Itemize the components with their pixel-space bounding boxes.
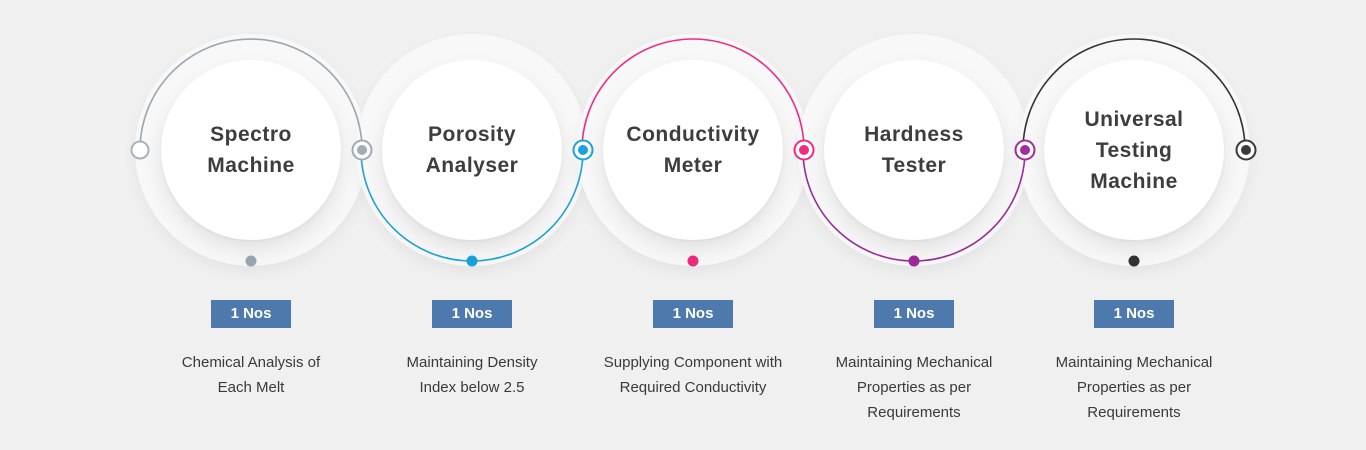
step-description-line: Properties as per: [856, 379, 972, 396]
step-description-line: Requirements: [1087, 404, 1181, 421]
step-title-line: Conductivity: [626, 123, 760, 146]
step-description-line: Maintaining Density: [406, 354, 538, 371]
connector-node: [1235, 139, 1257, 161]
step-description-line: Maintaining Mechanical: [835, 354, 993, 371]
step-title-line: Universal: [1084, 107, 1184, 131]
step-title-line: Spectro: [210, 123, 292, 146]
step-dot: [1128, 255, 1140, 267]
connector-node: [130, 140, 150, 160]
step-description-line: Requirements: [867, 404, 961, 421]
step-title-line: Tester: [881, 154, 947, 177]
step-arc: [1022, 38, 1246, 151]
step-description-line: Properties as per: [1076, 379, 1192, 396]
step-title-line: Machine: [1090, 169, 1178, 193]
connector-node: [793, 139, 815, 161]
step-arc: [139, 38, 363, 151]
step-description: Chemical Analysis of Each Melt: [141, 350, 361, 400]
connector-node: [351, 139, 373, 161]
step-title-line: Analyser: [425, 154, 519, 177]
step-dot: [687, 255, 699, 267]
connector-node: [1014, 139, 1036, 161]
quantity-badge: 1 Nos: [432, 300, 512, 328]
connector-node: [572, 139, 594, 161]
step-description-line: Maintaining Mechanical: [1055, 354, 1213, 371]
quantity-badge: 1 Nos: [874, 300, 954, 328]
step-arc: [581, 38, 805, 151]
step-description-line: Each Melt: [217, 379, 285, 396]
step-dot: [466, 255, 478, 267]
step-dot: [908, 255, 920, 267]
step-title-line: Hardness: [864, 123, 964, 146]
quantity-badge: 1 Nos: [1094, 300, 1174, 328]
step-title-line: Porosity: [427, 123, 517, 146]
step-title-line: Testing: [1095, 138, 1173, 162]
step-description-line: Required Conductivity: [619, 379, 767, 396]
step-title-line: Meter: [663, 154, 723, 177]
step-description-line: Index below 2.5: [419, 379, 525, 396]
step-description-line: Supplying Component with: [603, 354, 783, 371]
quantity-badge: 1 Nos: [653, 300, 733, 328]
step-title-line: Machine: [207, 154, 295, 177]
step-description-line: Chemical Analysis of: [181, 354, 321, 371]
quantity-badge: 1 Nos: [211, 300, 291, 328]
step-dot: [245, 255, 257, 267]
